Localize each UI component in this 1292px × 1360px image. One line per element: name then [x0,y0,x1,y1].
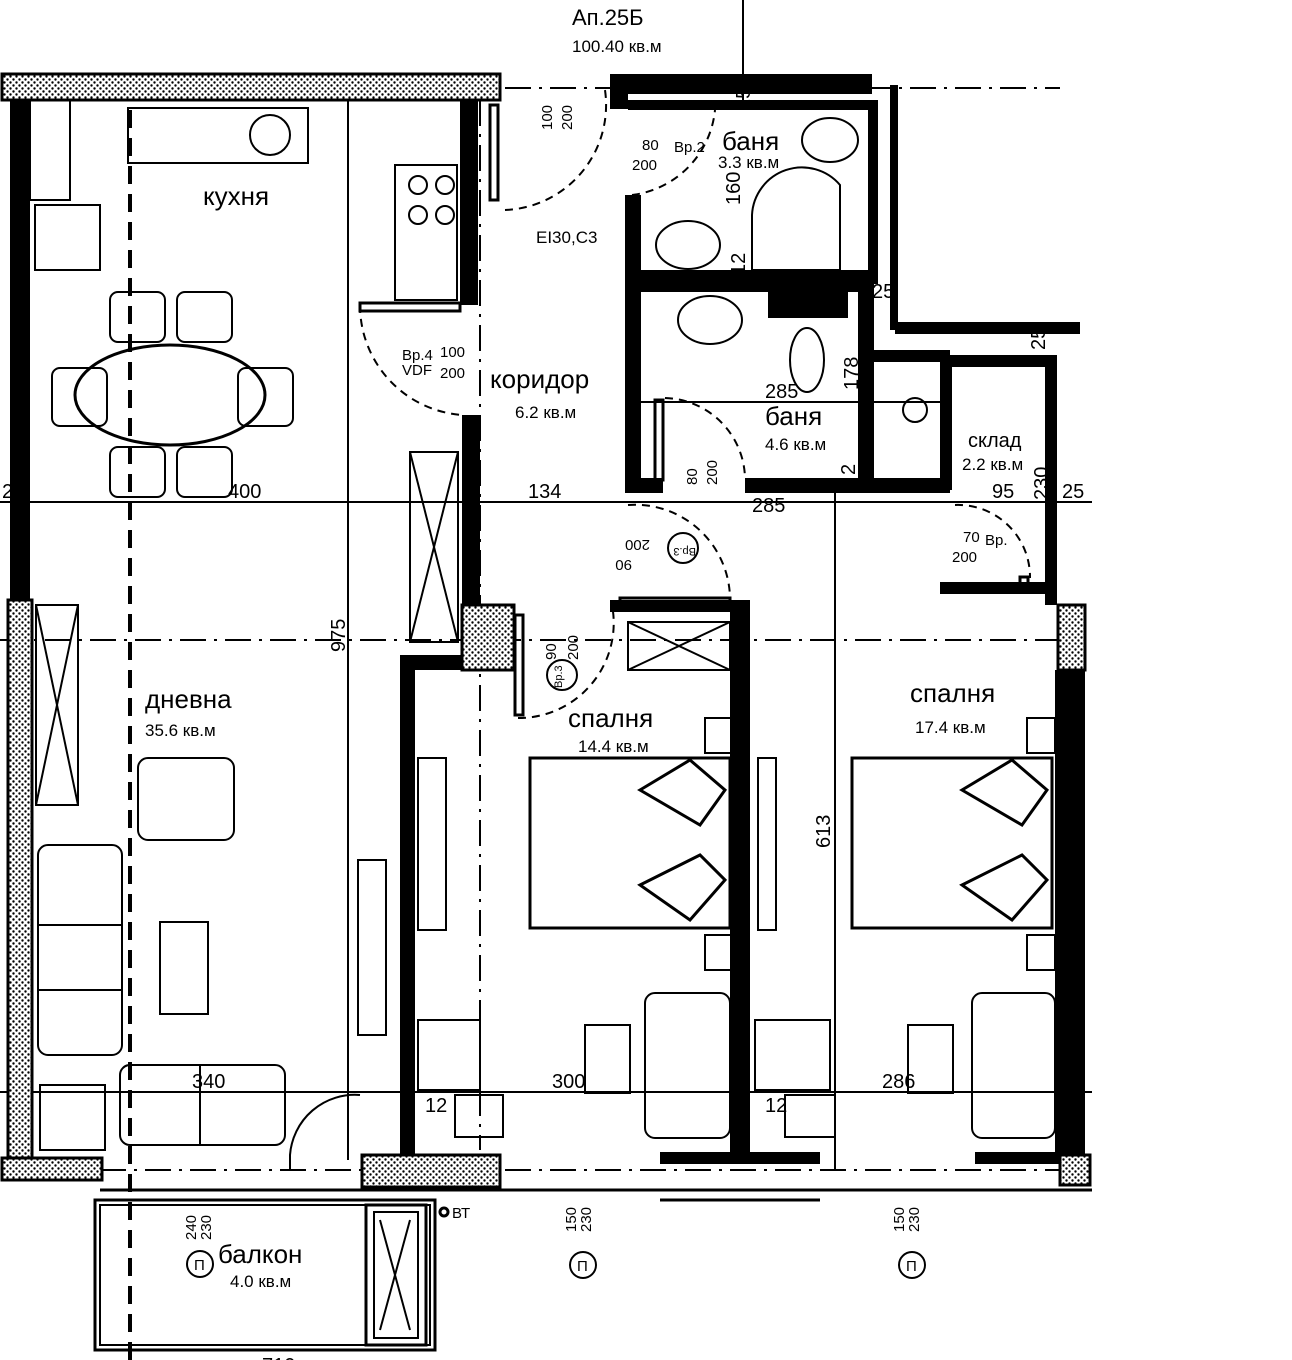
window-mark: П [194,1257,205,1274]
walls [0,72,1092,1202]
dim-label: 25 [2,481,24,503]
door-label: 90 [615,556,632,573]
room-balcony: балкон [218,1239,302,1269]
dim-label: 286 [882,1071,915,1093]
door-label: 200 [625,536,650,553]
room-bedroom2: спалня [910,678,995,708]
dim-label: 25 [872,281,894,303]
room-bedroom1: спалня [568,703,653,733]
door-label: 80 [642,137,659,154]
dim-label: 25 [1028,328,1050,350]
furniture [29,99,1056,1151]
fire-rating: EI30,C3 [536,228,597,247]
door-label: VDF [402,362,432,379]
door-label: 200 [559,105,576,130]
room-kitchen: кухня [203,181,269,211]
balcony-outline [93,1198,437,1352]
window-label: 240 [183,1215,200,1240]
dim-label: 25 [733,88,755,110]
room-bath2: баня [765,401,822,431]
door-swings [289,89,1032,1170]
dim-label: 285 [752,495,785,517]
door-label: 200 [565,635,582,660]
dim-label: 12 [765,1095,787,1117]
door-label: 200 [952,549,977,566]
door-label: 90 [543,643,560,660]
dim-label: 12 [425,1095,447,1117]
bath2-area: 4.6 кв.м [765,435,826,454]
dim-label: 285 [765,381,798,403]
room-corridor: коридор [490,364,589,394]
dim-label: 710 [262,1355,295,1360]
apartment-title: Ап.25Б [572,5,644,30]
window-label: 150 [563,1207,580,1232]
dim-label: 95 [992,481,1014,503]
labels: Ап.25Б 100.40 кв.м кухня коридор 6.2 кв.… [2,5,1084,1360]
door-label: 80 [684,468,701,485]
window-mark: П [577,1258,588,1275]
door-label: 70 [963,529,980,546]
door-label: 100 [440,344,465,361]
bedroom2-area: 17.4 кв.м [915,718,986,737]
room-storage: склад [968,430,1022,452]
door-tag-circle [546,659,578,691]
door-tag-circle [667,532,699,564]
dim-label: 300 [552,1071,585,1093]
door-label: Вр.2 [674,139,705,156]
storage-area: 2.2 кв.м [962,455,1023,474]
window-label: 150 [891,1207,908,1232]
balcony-area: 4.0 кв.м [230,1272,291,1291]
dim-label: 160 [723,172,745,205]
window-label: 230 [198,1215,215,1240]
dim-label: 25 [1062,481,1084,503]
dim-label: 400 [228,481,261,503]
dim-label: 2 [838,464,860,475]
door-label: 100 [539,105,556,130]
living-area: 35.6 кв.м [145,721,216,740]
dim-label: 975 [328,619,350,652]
window-label: 230 [906,1207,923,1232]
room-living: дневна [145,684,232,714]
dim-label: 230 [1031,467,1053,500]
room-bath1: баня [722,126,779,156]
vt-label: ВТ [452,1205,470,1222]
door-label: 200 [440,365,465,382]
dim-label: 134 [528,481,561,503]
axis-lines [0,0,1085,1360]
bath1-area: 3.3 кв.м [718,153,779,172]
bedroom1-area: 14.4 кв.м [578,737,649,756]
door-code: Вр.3 [553,665,565,688]
door-code: Вр.3 [673,545,696,557]
door-label: Вр.4 [402,347,433,364]
dim-label: 613 [813,815,835,848]
apartment-area: 100.40 кв.м [572,37,662,56]
door-label: 200 [704,460,721,485]
window-label: 230 [578,1207,595,1232]
dim-label: 12 [728,253,750,275]
door-label: 200 [632,157,657,174]
dim-label: 178 [841,357,863,390]
dim-label: 25 [1062,1071,1084,1093]
corridor-area: 6.2 кв.м [515,403,576,422]
window-mark: П [906,1258,917,1275]
dim-label: 340 [192,1071,225,1093]
door-label: Вр. [985,532,1008,549]
